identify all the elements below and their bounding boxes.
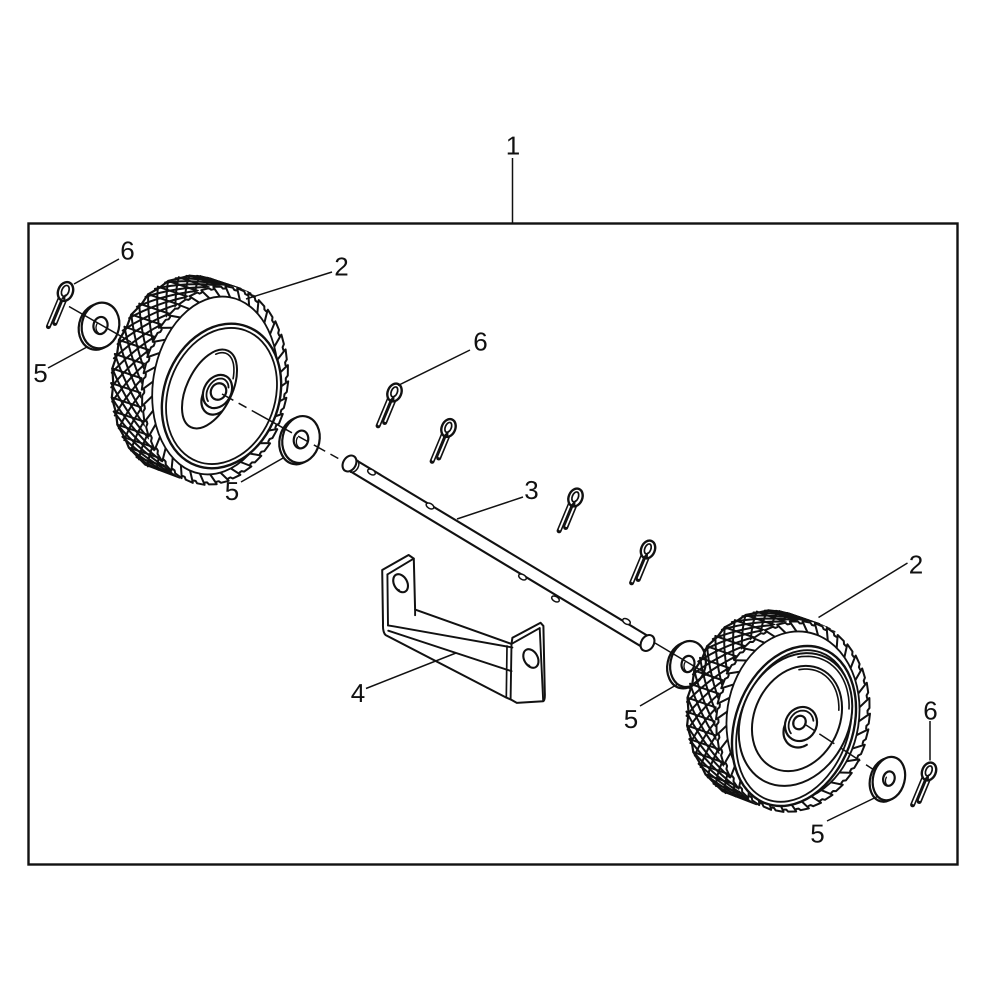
svg-text:6: 6 <box>120 236 134 266</box>
svg-text:1: 1 <box>506 131 520 161</box>
svg-text:3: 3 <box>524 475 538 505</box>
svg-text:4: 4 <box>351 678 365 708</box>
svg-text:6: 6 <box>473 327 487 357</box>
svg-text:6: 6 <box>923 696 937 726</box>
svg-text:5: 5 <box>33 358 47 388</box>
svg-text:5: 5 <box>624 704 638 734</box>
svg-text:2: 2 <box>334 252 348 282</box>
svg-text:5: 5 <box>225 476 239 506</box>
svg-text:5: 5 <box>810 819 824 849</box>
svg-text:2: 2 <box>909 550 923 580</box>
